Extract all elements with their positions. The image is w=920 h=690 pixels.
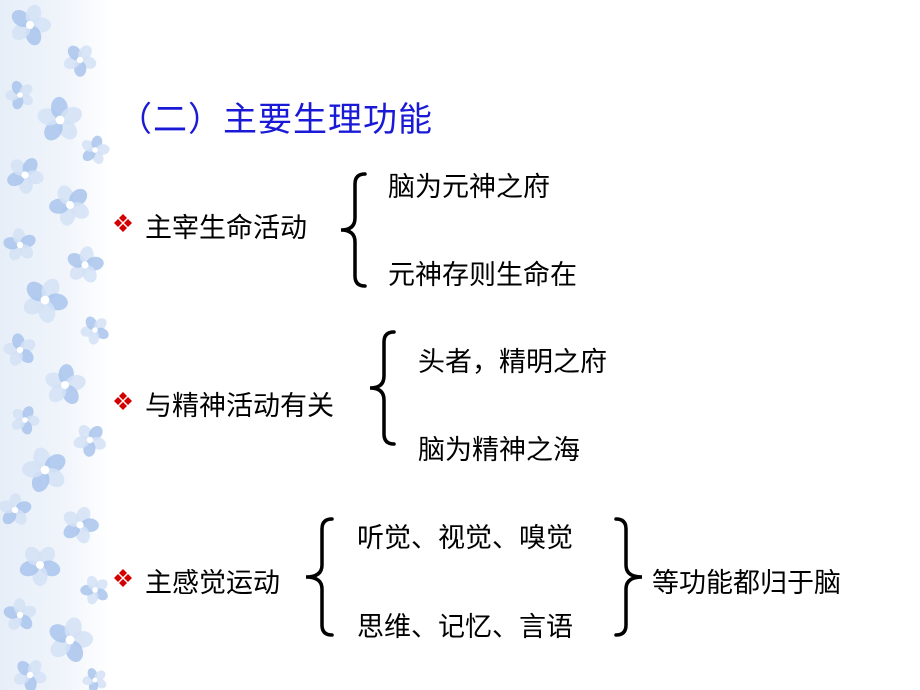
section-label-sensation: 主感觉运动 [145,568,280,599]
flower-icon [67,246,104,283]
flower-icon [82,668,107,690]
flower-icon [3,598,37,630]
section-item: 听觉、视觉、嗅觉 [357,523,573,554]
section-conclusion: 等功能都归于脑 [652,568,841,599]
diamond-bullet-icon [112,212,134,234]
flower-icon [45,364,86,404]
flower-icon [73,425,106,457]
flower-pattern-icon [0,4,110,690]
slide-title: （二）主要生理功能 [118,100,433,140]
flower-icon [49,617,94,662]
flower-icon [49,185,89,226]
flower-pattern-strip [0,0,110,690]
section-item: 元神存则生命在 [388,260,577,291]
flower-icon [3,333,36,366]
flower-icon [11,4,51,46]
left-brace-3 [305,517,334,637]
flower-icon [80,316,109,345]
diamond-bullet-icon [112,390,134,412]
left-brace-2 [369,330,396,446]
flower-icon [14,660,47,690]
flower-icon [5,80,33,110]
flower-icon [80,575,108,605]
flower-icon [81,135,110,164]
flower-icon [0,493,32,525]
left-brace-1 [340,172,367,288]
diamond-bullet-icon [112,567,134,589]
section-item: 脑为精神之海 [418,435,580,466]
right-brace-3 [614,517,643,637]
flower-icon [3,228,36,261]
section-item: 脑为元神之府 [388,172,550,203]
flower-icon [23,278,68,323]
flower-icon [21,447,66,492]
flower-icon [7,158,44,194]
section-label-life: 主宰生命活动 [145,213,307,244]
section-item: 思维、记忆、言语 [357,612,573,643]
flower-icon [37,96,82,141]
flower-icon [63,506,99,544]
section-item: 头者，精明之府 [418,347,607,378]
flower-icon [11,406,40,435]
section-label-spirit: 与精神活动有关 [145,391,334,422]
flower-icon [19,546,61,586]
flower-icon [63,45,97,77]
